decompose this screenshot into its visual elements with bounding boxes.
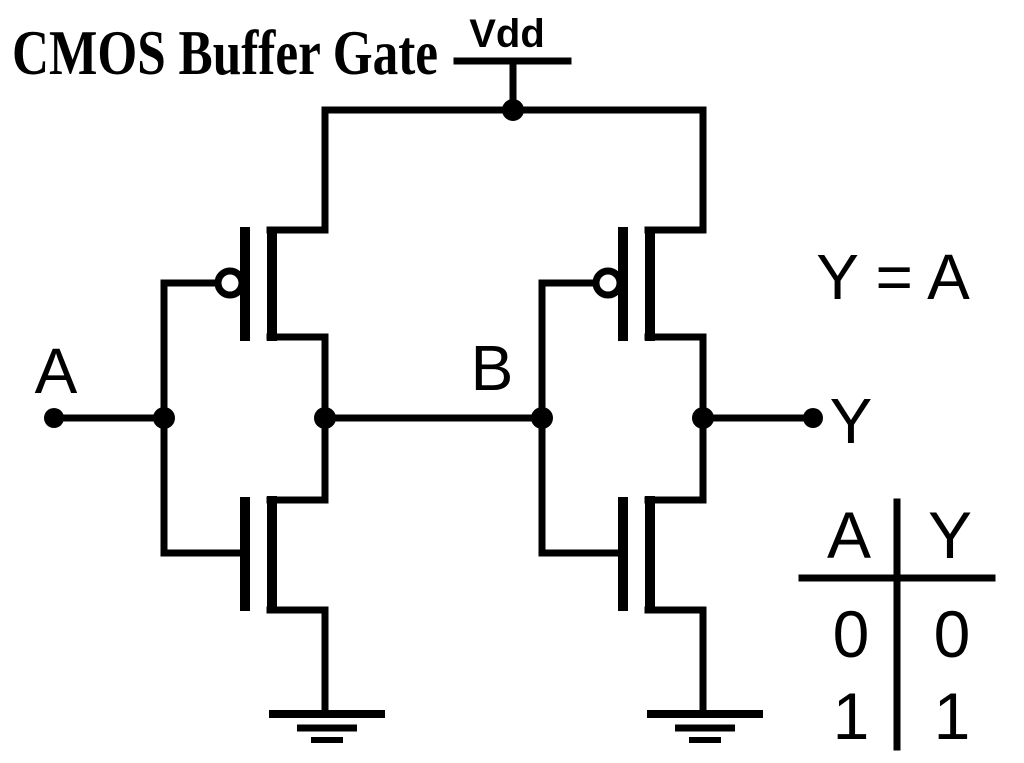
- diagram-title: CMOS Buffer Gate: [12, 17, 438, 88]
- pmos1-drain-wire: [266, 333, 329, 422]
- table-cell-row1-a: 1: [833, 679, 870, 753]
- output-junction-dot: [692, 407, 714, 429]
- output-terminal-dot: [803, 408, 823, 428]
- table-cell-row0-y: 0: [934, 597, 971, 671]
- vdd-supply-symbol: Vdd: [453, 12, 572, 114]
- output-node-y: Y: [692, 385, 872, 457]
- input-terminal-dot: [44, 408, 64, 428]
- nmos1-drain-wire: [266, 414, 329, 504]
- node-y-label: Y: [830, 385, 873, 457]
- input-node-a: A: [35, 335, 175, 429]
- nmos-transistor-2-icon: [538, 414, 707, 716]
- node-a-label: A: [35, 335, 78, 407]
- input-junction-dot: [153, 407, 175, 429]
- nmos2-source-wire: [644, 606, 707, 716]
- vdd-junction-dot: [502, 99, 524, 121]
- ground-symbol-2-icon: [647, 710, 763, 743]
- nmos2-drain-wire: [644, 414, 707, 504]
- table-cell-row1-y: 1: [934, 679, 971, 753]
- pmos2-drain-wire: [644, 333, 707, 422]
- table-header-y: Y: [928, 498, 972, 572]
- nmos1-source-wire: [266, 606, 329, 716]
- table-cell-row0-a: 0: [833, 597, 870, 671]
- inverter1-output-junction-dot: [314, 407, 336, 429]
- pmos-transistor-2-icon: [538, 106, 707, 422]
- ground-symbol-1-icon: [269, 710, 385, 743]
- nmos-transistor-1-icon: [160, 414, 329, 716]
- pmos2-inversion-bubble-icon: [592, 267, 624, 299]
- pmos-transistor-1-icon: [160, 106, 329, 422]
- inverter-stage-1: [160, 106, 385, 743]
- node-b-label: B: [471, 332, 514, 404]
- pmos1-source-wire: [266, 106, 329, 234]
- truth-table: A Y 0 0 1 1: [798, 498, 996, 753]
- pmos1-inversion-bubble-icon: [214, 267, 246, 299]
- pmos2-source-wire: [644, 106, 707, 234]
- vdd-label: Vdd: [469, 12, 545, 56]
- intermediate-node-b: B: [314, 332, 553, 429]
- table-header-a: A: [827, 498, 871, 572]
- equation-label: Y = A: [816, 241, 970, 313]
- inverter-stage-2: [538, 106, 763, 743]
